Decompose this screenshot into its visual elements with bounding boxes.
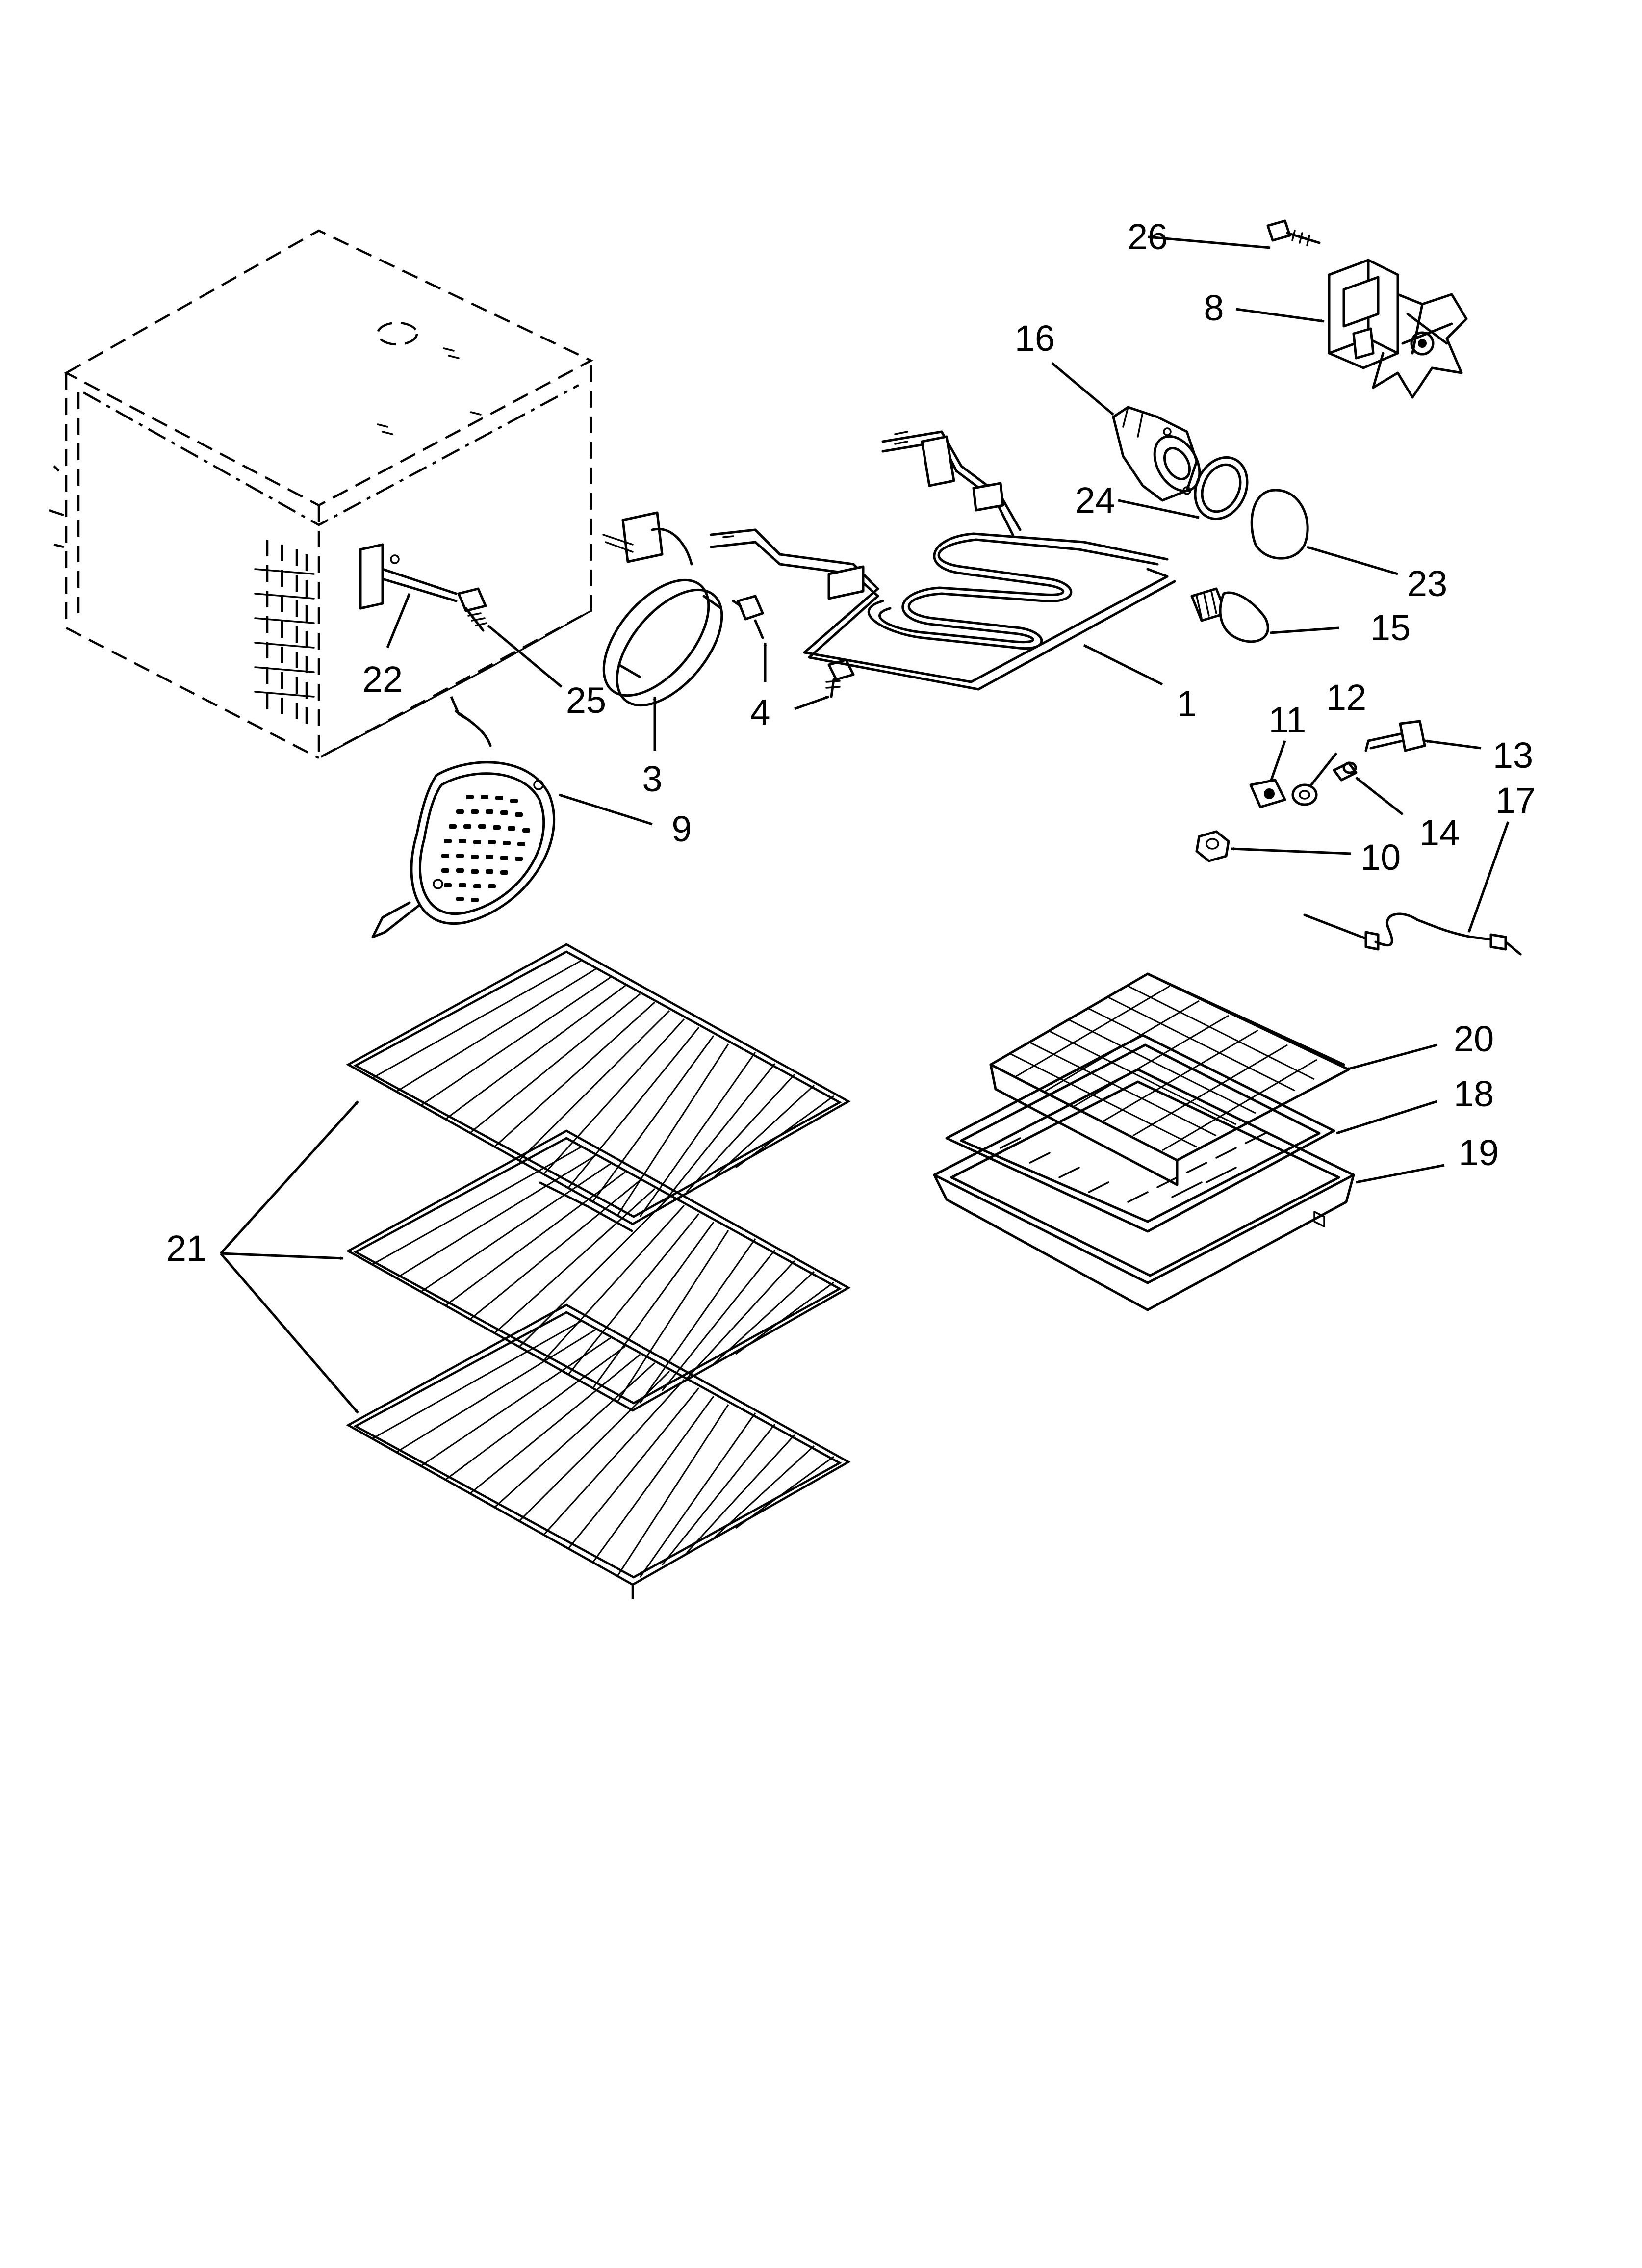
part-10-nut <box>1195 830 1230 862</box>
callout-19: 19 <box>1458 1132 1499 1173</box>
callout-11: 11 <box>1268 700 1307 740</box>
part-26-screw <box>1266 219 1321 246</box>
callout-leaders <box>220 235 1510 1414</box>
part-15-bulb <box>1190 587 1269 643</box>
oven-cavity-outline <box>49 229 593 760</box>
callout-18: 18 <box>1453 1073 1494 1114</box>
part-1-heating-element <box>710 430 1176 691</box>
part-21-oven-rack-middle <box>346 1129 851 1412</box>
callout-13: 13 <box>1492 735 1534 776</box>
part-14-spacer <box>1333 761 1358 782</box>
callout-10: 10 <box>1360 837 1401 878</box>
callout-4: 4 <box>750 692 770 732</box>
callout-17: 17 <box>1495 780 1536 821</box>
callout-20: 20 <box>1453 1018 1494 1059</box>
callout-16: 16 <box>1014 318 1055 359</box>
part-23-lens <box>1250 489 1309 560</box>
callout-15: 15 <box>1370 607 1411 648</box>
part-21-oven-rack-bottom <box>346 1303 851 1599</box>
callout-22: 22 <box>362 659 403 700</box>
part-21-oven-rack-top <box>346 943 851 1232</box>
part-4-screws <box>732 595 855 698</box>
callout-12: 12 <box>1326 677 1367 718</box>
part-8-fan-motor <box>1328 259 1468 399</box>
part-9-fan-cover <box>371 696 556 938</box>
callout-21: 21 <box>166 1228 207 1269</box>
callout-8: 8 <box>1204 287 1224 328</box>
part-19-broil-pan <box>933 1068 1355 1311</box>
callout-25: 25 <box>565 680 607 721</box>
part-12-washer <box>1291 783 1318 806</box>
part-3-fan-shroud-ring <box>602 511 723 707</box>
callout-24: 24 <box>1075 480 1116 521</box>
callout-9: 9 <box>671 808 692 849</box>
callout-1: 1 <box>1177 683 1197 724</box>
part-11-bracket <box>1249 779 1286 808</box>
part-24-gasket <box>1194 456 1249 521</box>
part-22-probe-bracket <box>359 543 458 610</box>
part-13-bolt <box>1364 720 1426 752</box>
part-17-meat-probe <box>1303 912 1522 956</box>
part-18-broil-pan-insert <box>945 1034 1335 1233</box>
part-25-screw <box>457 587 487 632</box>
callout-3: 3 <box>642 758 663 799</box>
callout-23: 23 <box>1407 563 1448 604</box>
callout-14: 14 <box>1419 812 1460 853</box>
part-16-light-housing <box>1112 406 1201 502</box>
callout-26: 26 <box>1127 216 1168 257</box>
